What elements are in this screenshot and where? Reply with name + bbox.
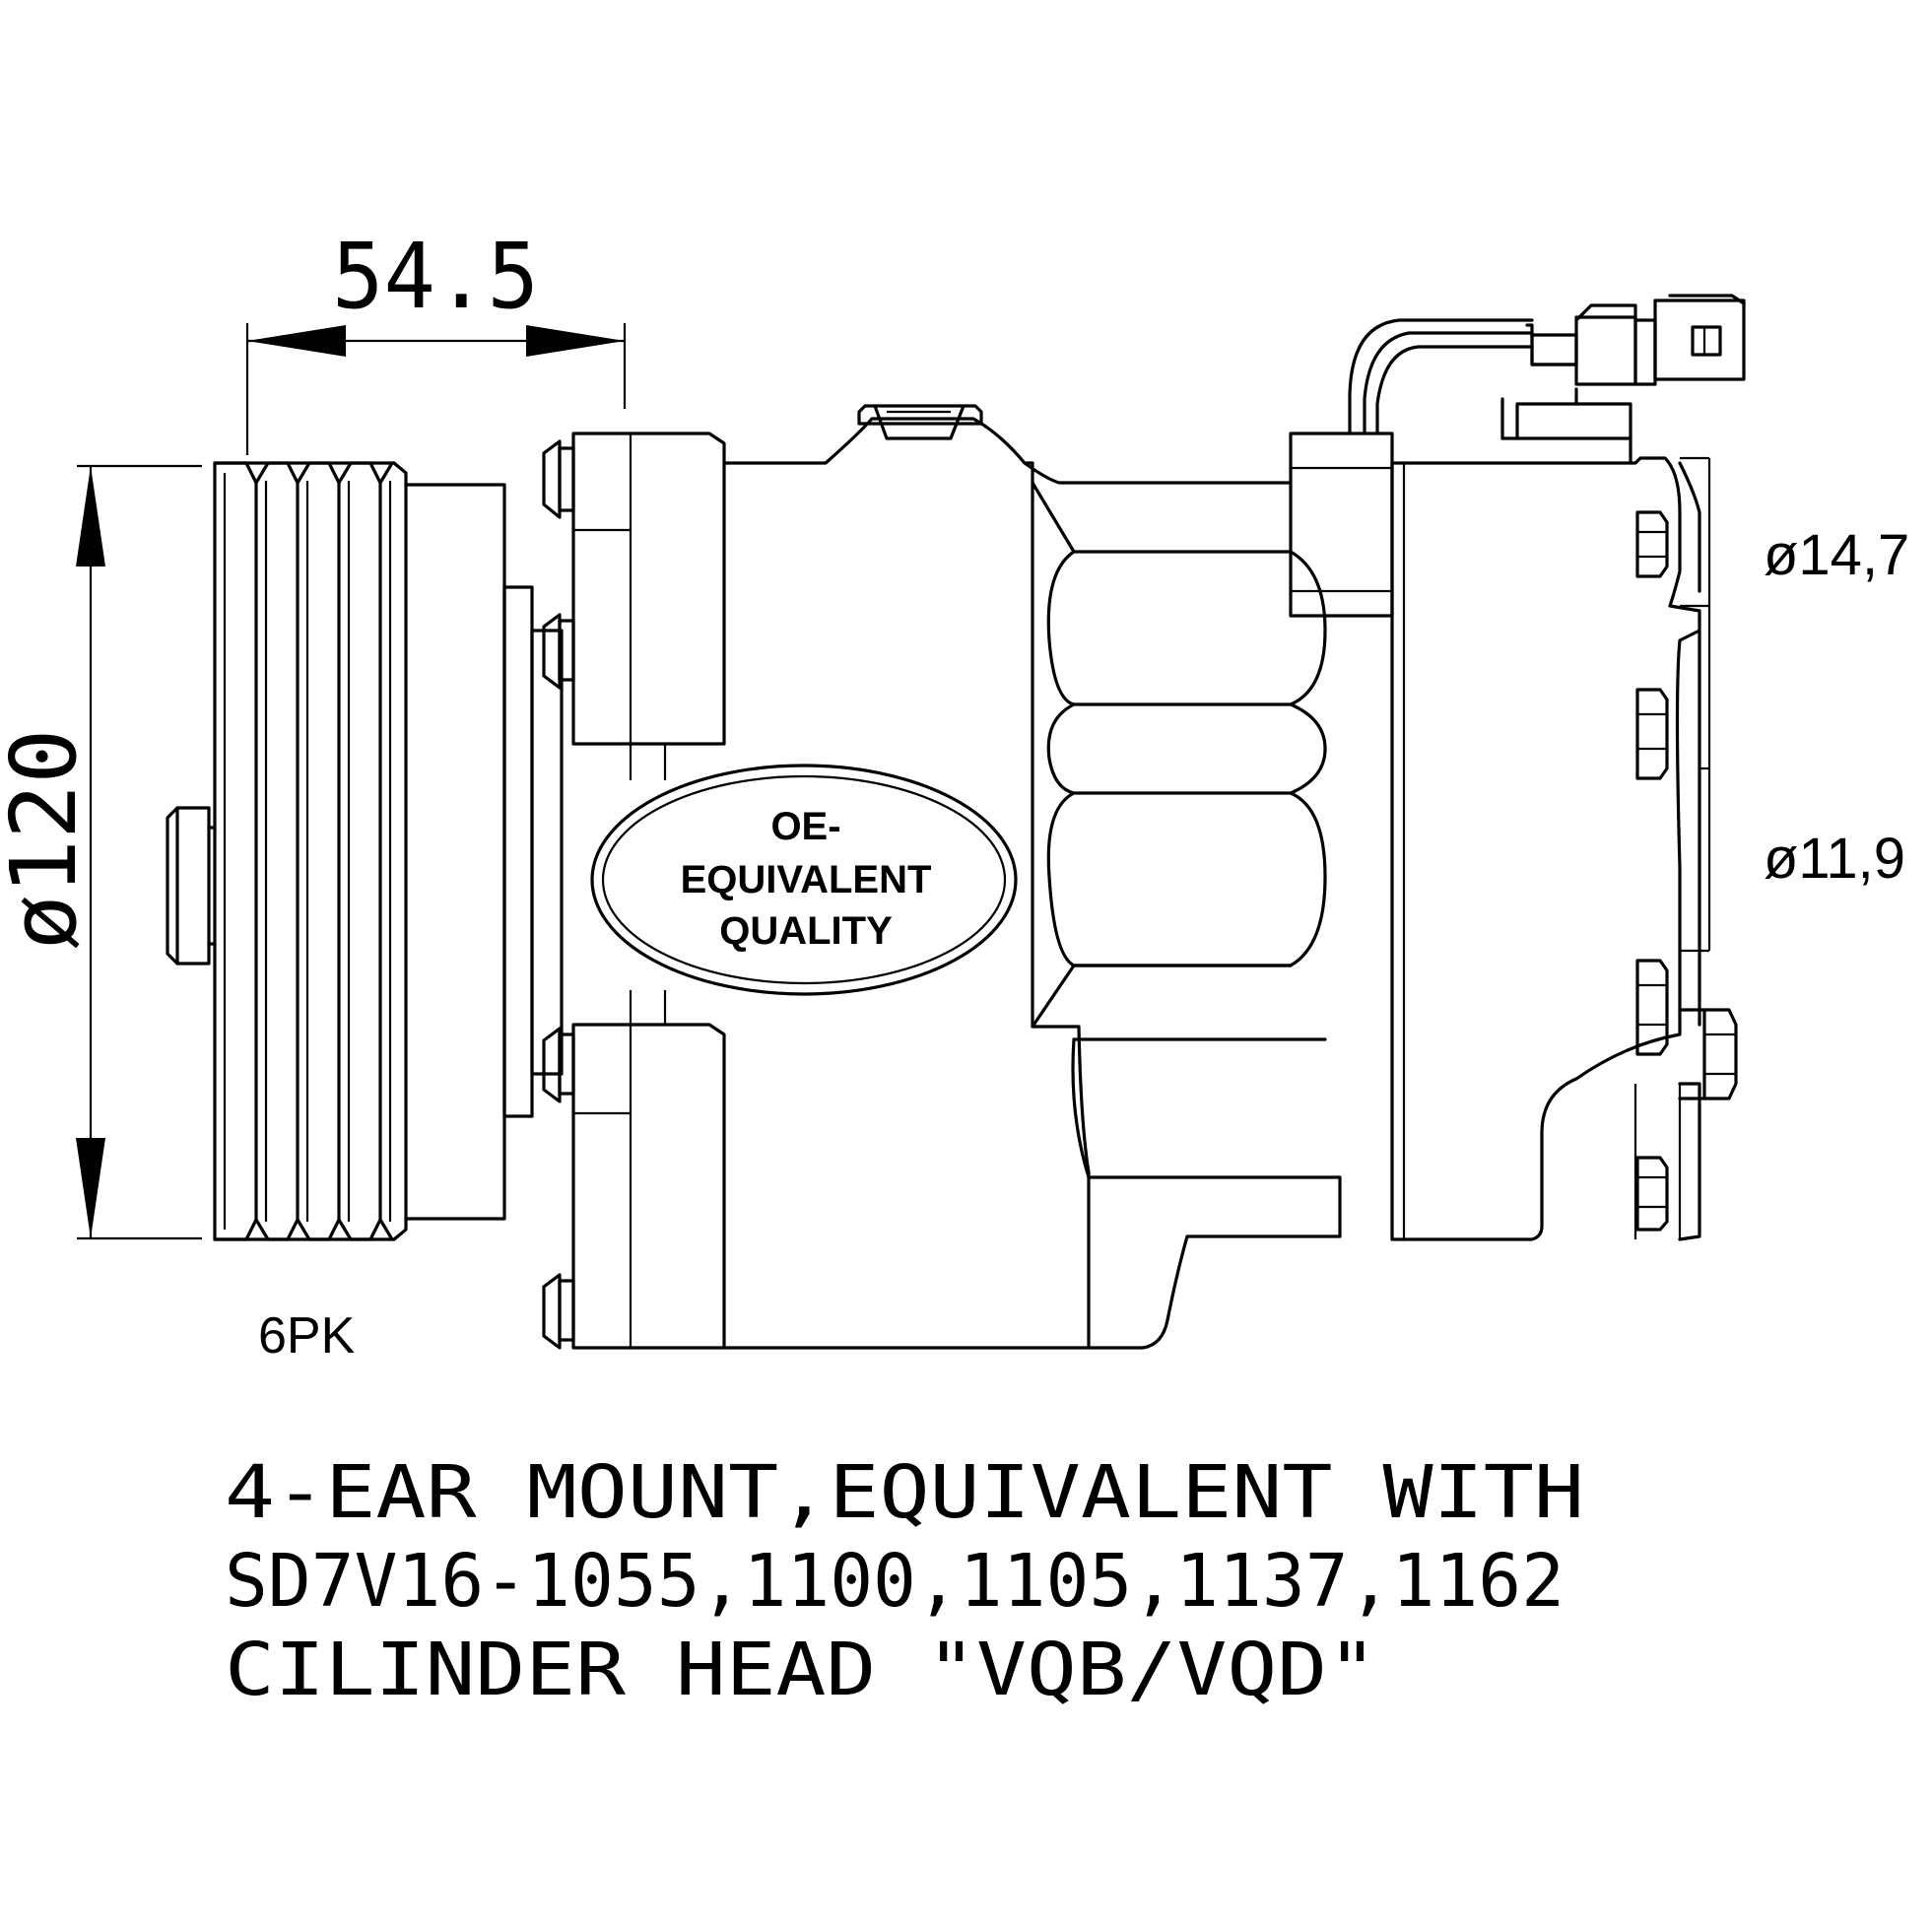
belt-type-label: 6PK <box>258 1307 356 1365</box>
width-dimension: 54.5 <box>245 224 627 455</box>
arrowhead-left <box>247 325 346 357</box>
discharge-port-diameter-label: ø11,9 <box>1764 827 1905 891</box>
badge-line-2: EQUIVALENT <box>681 858 932 901</box>
pulley <box>213 461 408 1241</box>
arrowhead-top <box>76 466 105 566</box>
arrowhead-bottom <box>76 1138 105 1238</box>
spec-notes: 4-EAR MOUNT,EQUIVALENT WITH SD7V16-1055,… <box>225 1450 1584 1712</box>
note-line-2: SD7V16-1055,1100,1105,1137,1162 <box>225 1539 1565 1624</box>
badge-line-1: OE- <box>770 805 840 848</box>
badge-line-3: QUALITY <box>719 909 893 953</box>
diameter-dimension: ø120 <box>0 464 202 1240</box>
arrowhead-right <box>526 325 625 357</box>
cylinder-section <box>1031 481 1342 1350</box>
compressor-body <box>722 404 1293 1350</box>
note-line-1: 4-EAR MOUNT,EQUIVALENT WITH <box>225 1450 1584 1535</box>
diameter-dimension-label: ø120 <box>0 729 97 951</box>
oe-quality-badge: OE- EQUIVALENT QUALITY <box>590 764 1018 996</box>
clutch-hub <box>166 483 564 1221</box>
oil-plug-nut <box>857 404 983 426</box>
wire-harness <box>1289 294 1746 618</box>
width-dimension-label: 54.5 <box>332 224 539 329</box>
front-mount-ears <box>542 432 726 1350</box>
rear-head <box>1390 456 1738 1241</box>
suction-port-diameter-label: ø14,7 <box>1764 523 1909 587</box>
note-line-3: CILINDER HEAD "VQB/VQD" <box>225 1628 1377 1712</box>
